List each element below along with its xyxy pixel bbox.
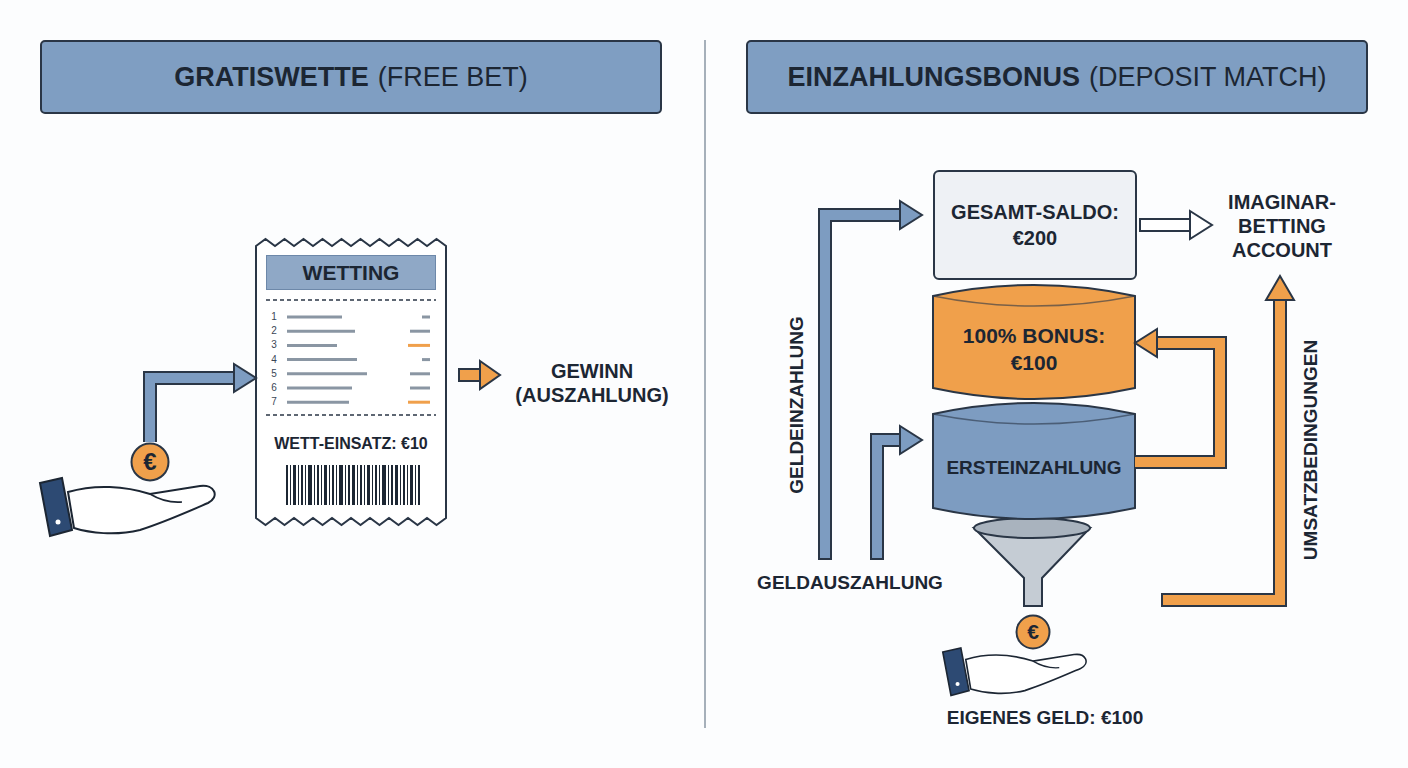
arrow-body [150,378,235,442]
text-holder: GESAMT-SALDO: €200 [935,172,1135,278]
arrow-outline [1139,218,1191,232]
hand-symbol [40,478,215,536]
arrow-outline [1135,343,1220,462]
deposit-cylinder-outline [933,403,1135,519]
funnel-cone [974,528,1090,606]
text-holder: 100% BONUS: €100 [933,294,1135,404]
arrow-body [825,215,901,558]
arrow-body [1163,299,1280,600]
line-number: 7 [271,396,277,408]
text-holder: € [1015,614,1051,650]
arrow-body [877,440,901,558]
flow-label: GELDAUSZAHLUNG [757,572,943,595]
funnel-symbol [974,518,1090,606]
bonus-cylinder-outline [933,296,1135,306]
arrow-outline [825,215,901,560]
text-holder: EINZAHLUNGSBONUS (DEPOSIT MATCH) [748,42,1366,112]
arrow-head [900,201,922,229]
arrow-outline [458,368,481,382]
line-number: 1 [271,311,277,323]
header-subtitle: (DEPOSIT MATCH) [1089,62,1327,93]
white-flow-arrow [1139,211,1212,239]
arrow-outline [877,440,901,560]
node-text: € [1027,620,1039,644]
arrow-head [1190,211,1212,239]
arrow-head [1135,329,1157,357]
euro-coin-outline [1017,616,1050,649]
euro-coin-outline [132,444,169,481]
arrow-body [1141,220,1191,230]
deposit-cylinder: ERSTEINZAHLUNG [933,400,1135,524]
node-text: WETTING [303,261,400,285]
blue-flow-arrow [877,426,922,560]
funnel-rim [974,518,1090,538]
account-label: IMAGINAR- BETTING ACCOUNT [1212,190,1352,262]
euro-coin: € [1015,614,1051,650]
bonus-cylinder: 100% BONUS: €100 [933,282,1135,404]
flow-label: UMSATZBEDINGUNGEN [1300,340,1323,560]
node-text: WETT-EINSATZ: €10 [256,435,446,453]
slip-header: WETTING [266,255,436,290]
panel-header: EINZAHLUNGSBONUS (DEPOSIT MATCH) [746,40,1368,114]
orange-flow-arrow [458,361,500,389]
line-number: 6 [271,382,277,394]
deposit-cylinder-outline [933,414,1135,424]
arrow-head [234,364,256,392]
arrow-outline [1161,299,1280,600]
panel-header: GRATISWETTE (FREE BET) [40,40,662,114]
header-subtitle: (FREE BET) [378,62,528,93]
line-number: 2 [271,325,277,337]
text-holder: WETT-EINSATZ: €10 [256,435,446,453]
own-money-label: EIGENES GELD: €100 [947,707,1143,730]
flow-connector [1135,329,1220,462]
bet-slip: WETT-EINSATZ: €10 WETTING [256,238,446,526]
node-text: ERSTEINZAHLUNG [946,456,1121,481]
text-holder: GRATISWETTE (FREE BET) [42,42,660,112]
line-number: 5 [271,368,277,380]
orange-flow-arrow [1161,276,1294,600]
arrow-head [900,426,922,454]
arrow-head [480,361,500,389]
arrow-body [1135,343,1220,462]
bonus-cylinder-outline [933,285,1135,399]
flow-connector [150,364,256,442]
header-title: GRATISWETTE [174,62,368,93]
flow-label: GELDEINZAHLUNG [786,316,809,493]
text-holder: WETTING [267,256,435,289]
node-text: 100% BONUS: €100 [954,322,1114,377]
node-text: GESAMT-SALDO: €200 [945,199,1125,251]
node-text: € [143,448,156,476]
panel-divider [704,40,706,728]
euro-coin: € [130,442,170,482]
header-title: EINZAHLUNGSBONUS [787,62,1080,93]
text-holder: ERSTEINZAHLUNG [933,412,1135,524]
blue-flow-arrow [825,201,922,560]
text-holder: € [130,442,170,482]
arrow-head [1266,276,1294,300]
result-label: GEWINN (AUSZAHLUNG) [505,359,680,407]
balance-box: GESAMT-SALDO: €200 [933,170,1137,280]
arrow-outline [150,378,235,442]
hand-symbol [943,648,1086,696]
arrow-body [460,370,481,380]
bet-slip-outline [256,239,446,525]
line-number: 3 [271,339,277,351]
line-number: 4 [271,354,277,366]
